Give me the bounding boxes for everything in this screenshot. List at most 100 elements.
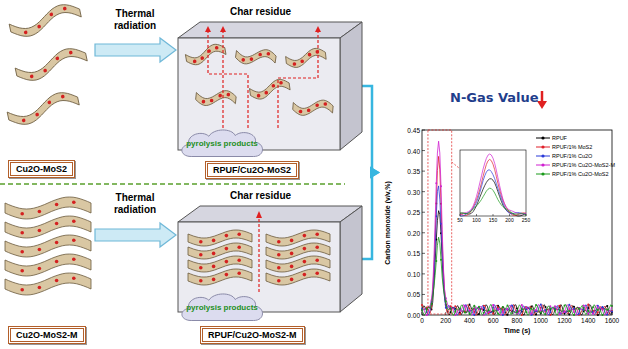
legend-line-sample: [536, 171, 550, 177]
gas-arrow-head: [205, 26, 211, 32]
pyrolysis-cloud: pyrolysis products: [178, 128, 266, 158]
zoom-box: [428, 130, 452, 314]
sample-label-box: Cu2O-MoS2: [8, 160, 75, 178]
merge-connector: [362, 86, 380, 179]
data-marker: [440, 185, 442, 187]
sample-label-box: Cu2O-MoS2-M: [8, 326, 86, 344]
legend-marker: [541, 154, 544, 157]
char-box-shape: [178, 206, 362, 312]
nanosheet-body: [235, 46, 277, 68]
separator-line: [0, 183, 345, 185]
sample-label-box: RPUF/Cu2O-MoS2: [205, 161, 299, 179]
data-marker: [606, 314, 608, 316]
cu2o-particle: [212, 278, 216, 282]
inset-tick: [526, 214, 527, 216]
nanosheet-body: [5, 216, 91, 238]
nanosheet-body: [5, 273, 91, 295]
data-marker: [431, 303, 433, 305]
cu2o-particle: [226, 93, 230, 97]
nanosheet-body: [5, 235, 91, 257]
cu2o-particle: [237, 245, 241, 249]
cu2o-particle: [47, 100, 51, 104]
data-marker: [464, 305, 466, 307]
data-marker: [445, 301, 447, 303]
radiation-label: Thermal radiation: [95, 192, 175, 216]
data-marker: [469, 313, 471, 315]
data-marker: [559, 305, 561, 307]
plot-frame: [422, 130, 612, 315]
cu2o-particle: [55, 260, 59, 264]
pyrolysis-cloud: pyrolysis products: [178, 292, 266, 322]
data-marker: [435, 182, 437, 184]
data-marker: [421, 309, 423, 311]
char-residue-box: Char residue: [178, 22, 362, 150]
y-tick: [422, 232, 425, 233]
y-tick-label: 0.20: [407, 229, 420, 236]
cu2o-particle: [38, 210, 42, 214]
inset-curve: [460, 154, 526, 215]
inset-frame: [460, 150, 526, 216]
data-marker: [535, 314, 537, 316]
cu2o-particle: [38, 229, 42, 233]
cloud-label: pyrolysis products: [186, 139, 258, 148]
chart-heading: N-Gas Value: [450, 90, 539, 105]
co-curve: [422, 237, 612, 315]
cu2o-particle: [315, 232, 319, 236]
y-tick: [422, 130, 425, 131]
data-marker: [592, 306, 594, 308]
cu2o-particle: [225, 260, 229, 264]
cu2o-particle: [72, 277, 76, 281]
data-marker: [554, 309, 556, 311]
nanosheet: [6, 89, 81, 127]
data-marker: [564, 305, 566, 307]
data-marker: [559, 313, 561, 315]
data-marker: [426, 314, 428, 316]
data-marker: [597, 311, 599, 313]
legend-line-sample: [536, 135, 550, 141]
cu2o-particle: [37, 24, 41, 28]
data-marker: [507, 314, 509, 316]
data-marker: [521, 309, 523, 311]
inset-curve: [460, 159, 526, 215]
cu2o-particle: [303, 234, 307, 238]
data-marker: [421, 309, 423, 311]
cu2o-particle: [225, 273, 229, 277]
cu2o-particle: [237, 232, 241, 236]
nanosheet: [5, 273, 91, 295]
x-tick: [445, 312, 446, 315]
data-marker: [492, 313, 494, 315]
data-marker: [473, 314, 475, 316]
cu2o-particle: [55, 203, 59, 207]
gas-arrow-head: [315, 26, 321, 32]
data-marker: [450, 311, 452, 313]
nanosheet: [195, 88, 237, 109]
cu2o-particle: [307, 108, 311, 112]
data-marker: [459, 308, 461, 310]
data-marker: [564, 311, 566, 313]
data-marker: [545, 313, 547, 315]
cu2o-particle: [303, 260, 307, 264]
data-marker: [573, 314, 575, 316]
cu2o-particle: [30, 74, 34, 78]
data-marker: [454, 305, 456, 307]
radiation-label: Thermal radiation: [95, 8, 175, 32]
cu2o-particle: [24, 30, 28, 34]
y-tick: [422, 294, 425, 295]
y-tick-label: 0.05: [407, 291, 420, 298]
data-marker: [488, 309, 490, 311]
y-tick: [422, 212, 425, 213]
data-marker: [507, 309, 509, 311]
cu2o-particle: [69, 50, 73, 54]
cu2o-particle: [299, 110, 303, 114]
x-tick: [540, 312, 541, 315]
data-marker: [554, 305, 556, 307]
nanosheet-body: [266, 269, 330, 285]
data-marker: [564, 311, 566, 313]
nanosheet-body: [249, 78, 291, 100]
data-marker: [597, 309, 599, 311]
data-marker: [606, 309, 608, 311]
data-marker: [540, 304, 542, 306]
cu2o-particle: [303, 273, 307, 277]
nanosheet-body: [5, 197, 91, 219]
data-marker: [511, 312, 513, 314]
